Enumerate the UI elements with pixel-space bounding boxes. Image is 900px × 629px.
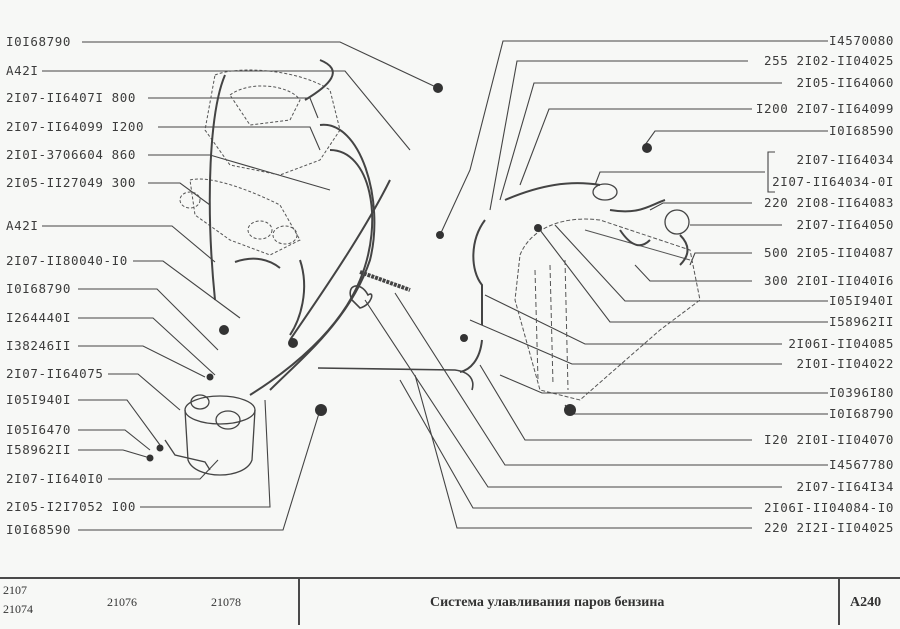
leader-l17 bbox=[140, 399, 271, 508]
leader-l7 bbox=[42, 225, 216, 263]
part-label: I05I940I bbox=[828, 293, 894, 308]
part-label: 500 2I05-II04087 bbox=[763, 245, 894, 260]
page-code: A240 bbox=[850, 595, 882, 610]
leader-r1 bbox=[439, 40, 828, 236]
leader-l11 bbox=[78, 345, 206, 378]
title-block-separator bbox=[298, 579, 300, 625]
part-label: 2I07-II640I0 bbox=[6, 471, 104, 486]
separator-valve bbox=[592, 183, 690, 235]
leader-r14 bbox=[469, 319, 782, 365]
part-label: 2I05-I2I7052 I00 bbox=[6, 499, 137, 514]
part-label: 300 2I0I-II040I6 bbox=[763, 273, 894, 288]
fuel-line-center bbox=[317, 270, 474, 391]
part-label: I4567780 bbox=[828, 457, 894, 472]
part-label: 2I05-II27049 300 bbox=[6, 175, 137, 190]
model-code: 21078 bbox=[211, 595, 241, 609]
leader-l1 bbox=[82, 41, 439, 89]
part-label: I264440I bbox=[6, 310, 72, 325]
leader-r20 bbox=[399, 379, 752, 509]
part-label: 2I06I-II04085 bbox=[788, 336, 894, 351]
part-label: 2I07-II6407I 800 bbox=[6, 90, 137, 105]
part-label: 2I06I-II04084-I0 bbox=[763, 500, 894, 515]
part-label: I05I6470 bbox=[6, 422, 72, 437]
leader-r2 bbox=[489, 60, 748, 211]
leader-r3 bbox=[499, 82, 782, 201]
leader-l5 bbox=[148, 154, 331, 191]
page-title: Система улавливания паров бензина bbox=[430, 595, 665, 610]
leader-r15 bbox=[499, 374, 828, 394]
part-label: I0I68590 bbox=[6, 522, 72, 537]
leader-l12 bbox=[108, 373, 181, 411]
adsorber-canister bbox=[164, 394, 256, 476]
part-label: I200 2I07-II64099 bbox=[755, 101, 894, 116]
part-label: A42I bbox=[6, 218, 39, 233]
hoses-left bbox=[208, 59, 391, 396]
part-label: 2I07-II64050 bbox=[796, 217, 894, 232]
leader-r7 bbox=[649, 202, 752, 211]
leader-r13 bbox=[484, 294, 782, 345]
leader-l18 bbox=[78, 409, 321, 531]
part-label: 2I0I-II04022 bbox=[796, 356, 894, 371]
leader-r16 bbox=[564, 404, 828, 415]
leader-l14 bbox=[78, 429, 151, 451]
leader-l10 bbox=[78, 317, 216, 376]
leader-l2 bbox=[42, 70, 411, 151]
leader-l13 bbox=[78, 399, 161, 446]
hoses-right bbox=[459, 182, 689, 373]
part-label: 220 2I2I-II04025 bbox=[763, 520, 894, 535]
part-label: 2I07-II64075 bbox=[6, 366, 104, 381]
leader-l16 bbox=[108, 459, 219, 480]
part-label: I20 2I0I-II04070 bbox=[763, 432, 894, 447]
model-code: 21076 bbox=[107, 595, 137, 609]
part-label: I4570080 bbox=[828, 33, 894, 48]
leader-r5 bbox=[644, 130, 828, 146]
part-label: 2I07-II64099 I200 bbox=[6, 119, 145, 134]
leader-lines bbox=[42, 40, 828, 531]
leader-r6 bbox=[594, 171, 765, 186]
leader-l4 bbox=[158, 126, 321, 151]
part-label: I0I68590 bbox=[828, 123, 894, 138]
engine-sketch bbox=[179, 69, 341, 256]
fuel-tank bbox=[514, 218, 701, 401]
model-code: 21074 bbox=[3, 602, 33, 616]
small-parts-left bbox=[146, 83, 443, 462]
title-block-separator bbox=[838, 579, 840, 625]
title-block: 2107 21074 21076 21078 Система улавливан… bbox=[0, 577, 900, 629]
part-label: I58962II bbox=[6, 442, 72, 457]
leader-l6 bbox=[148, 182, 211, 206]
part-label: A42I bbox=[6, 63, 39, 78]
leader-r10 bbox=[634, 264, 752, 282]
leader-r19 bbox=[364, 299, 782, 488]
bracket-r6 bbox=[767, 151, 775, 193]
part-label: 220 2I08-II64083 bbox=[763, 195, 894, 210]
leader-r4 bbox=[519, 108, 752, 186]
leader-l15 bbox=[78, 449, 151, 459]
model-code: 2107 bbox=[3, 583, 27, 597]
part-label: 2I07-II64034-0I bbox=[772, 174, 894, 189]
leader-r17 bbox=[479, 364, 752, 441]
leader-r11 bbox=[554, 224, 828, 302]
small-parts-right bbox=[436, 143, 652, 416]
title-block-divider bbox=[0, 577, 900, 579]
part-label: I58962II bbox=[828, 314, 894, 329]
part-label: I0I68790 bbox=[6, 281, 72, 296]
part-label: I0I68790 bbox=[828, 406, 894, 421]
part-label: I0396I80 bbox=[828, 385, 894, 400]
part-label: 2I05-II64060 bbox=[796, 75, 894, 90]
leader-l9 bbox=[78, 288, 219, 351]
leader-r21 bbox=[414, 374, 752, 529]
leader-r9 bbox=[689, 252, 752, 266]
part-label: I05I940I bbox=[6, 392, 72, 407]
leader-r12 bbox=[539, 229, 828, 323]
part-label: 255 2I02-II04025 bbox=[763, 53, 894, 68]
part-label: 2I0I-3706604 860 bbox=[6, 147, 137, 162]
part-label: I0I68790 bbox=[6, 34, 72, 49]
part-label: 2I07-II80040-I0 bbox=[6, 253, 128, 268]
leader-r18 bbox=[394, 292, 828, 466]
part-label: 2I07-II64I34 bbox=[796, 479, 894, 494]
part-label: I38246II bbox=[6, 338, 72, 353]
part-label: 2I07-II64034 bbox=[796, 152, 894, 167]
